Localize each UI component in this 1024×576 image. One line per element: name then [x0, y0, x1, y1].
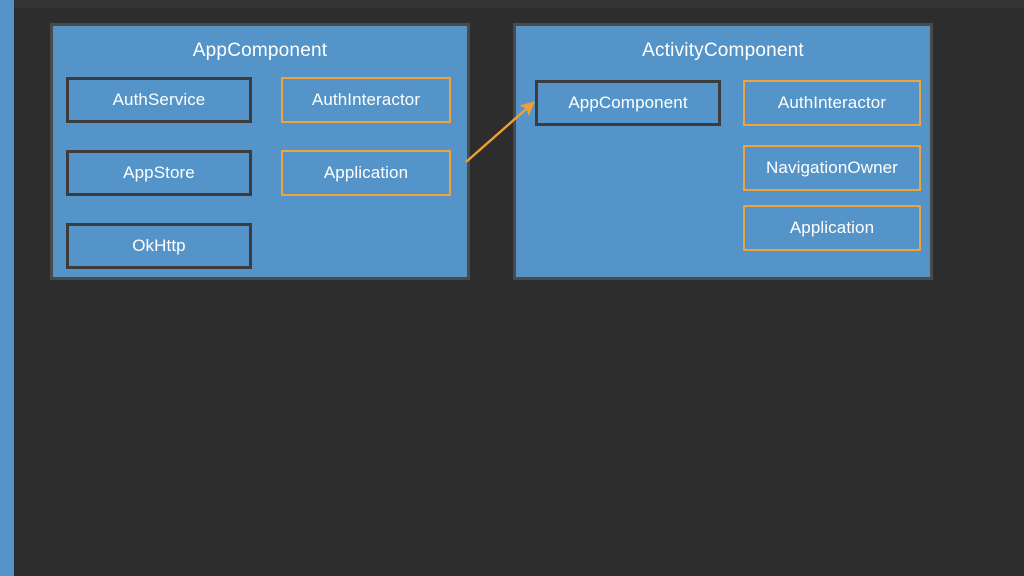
node-navigation-owner[interactable]: NavigationOwner: [743, 145, 921, 191]
node-okhttp[interactable]: OkHttp: [66, 223, 252, 269]
node-auth-interactor[interactable]: AuthInteractor: [281, 77, 451, 123]
node-application-2[interactable]: Application: [743, 205, 921, 251]
left-accent-stripe: [0, 0, 14, 576]
panel-title-activity-component-panel: ActivityComponent: [642, 40, 804, 61]
node-app-component-ref[interactable]: AppComponent: [535, 80, 721, 126]
panel-title-app-component-panel: AppComponent: [192, 40, 328, 61]
node-app-store[interactable]: AppStore: [66, 150, 252, 196]
node-auth-service[interactable]: AuthService: [66, 77, 252, 123]
node-auth-interactor-2[interactable]: AuthInteractor: [743, 80, 921, 126]
top-band: [0, 0, 1024, 8]
node-application[interactable]: Application: [281, 150, 451, 196]
